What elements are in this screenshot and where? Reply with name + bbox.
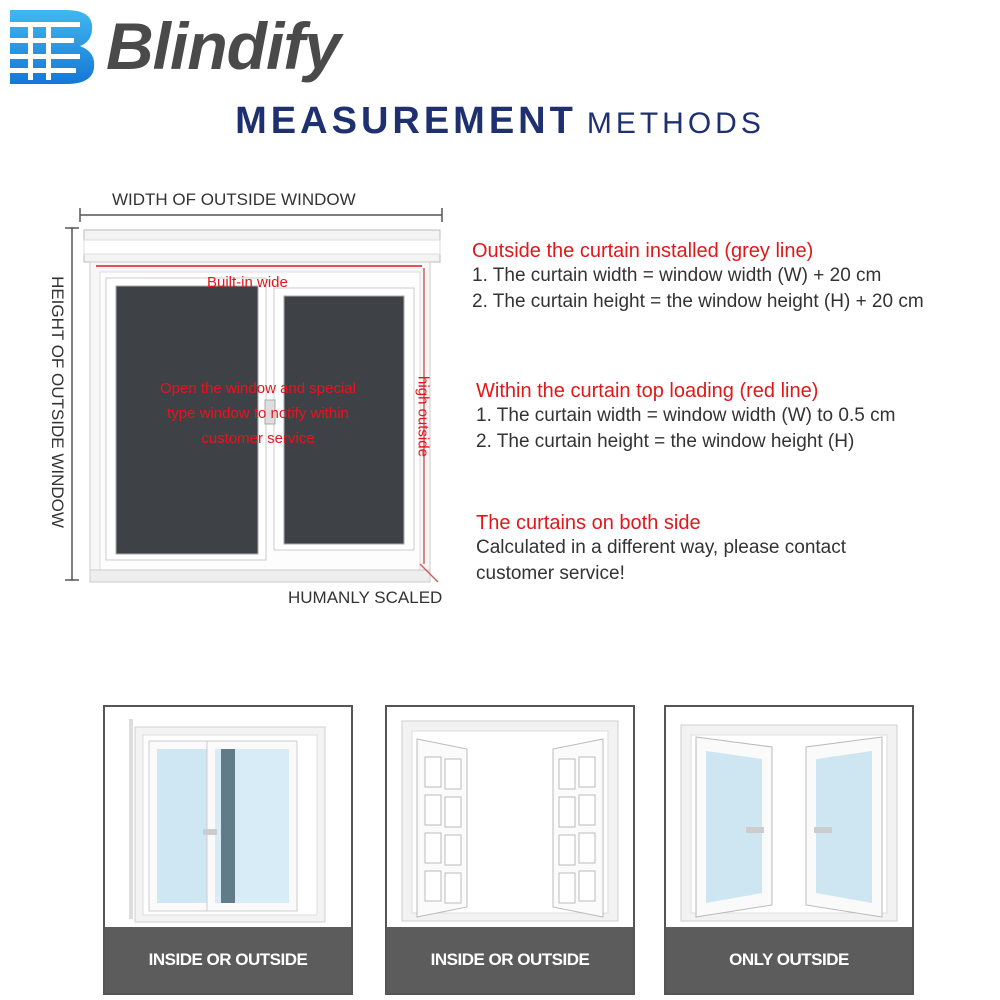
card-label: ONLY OUTSIDE bbox=[666, 927, 912, 993]
section-line: customer service! bbox=[476, 563, 625, 584]
page-title: MEASUREMENT METHODS bbox=[0, 100, 1000, 143]
section-title: The curtains on both side bbox=[476, 512, 701, 534]
brand-name: Blindify bbox=[106, 9, 341, 83]
window-type-card-casement: ONLY OUTSIDE bbox=[664, 705, 914, 995]
card-label: INSIDE OR OUTSIDE bbox=[105, 927, 351, 993]
height-label: HEIGHT OF OUTSIDE WINDOW bbox=[48, 276, 67, 528]
note-line: Open the window and special bbox=[160, 380, 356, 397]
sliding-window-image bbox=[129, 719, 326, 923]
window-type-card-casement-grille: INSIDE OR OUTSIDE bbox=[385, 705, 635, 995]
section-title: Outside the curtain installed (grey line… bbox=[472, 240, 814, 262]
note-line: type window to notify within bbox=[167, 405, 349, 422]
window-diagram: WIDTH OF OUTSIDE WINDOW HEIGHT OF OUTSID… bbox=[0, 180, 470, 620]
instruction-section-both-sides: The curtains on both side Calculated in … bbox=[476, 512, 996, 587]
blindify-logo-icon bbox=[10, 10, 95, 84]
window-type-card-sliding: INSIDE OR OUTSIDE bbox=[103, 705, 353, 995]
width-label: WIDTH OF OUTSIDE WINDOW bbox=[112, 190, 356, 209]
casement-grille-window-image bbox=[401, 720, 619, 922]
instruction-section-outside: Outside the curtain installed (grey line… bbox=[472, 240, 992, 315]
window-note: Open the window and special type window … bbox=[128, 376, 388, 451]
section-line: 2. The curtain height = the window heigh… bbox=[472, 291, 924, 312]
section-line: 1. The curtain width = window width (W) … bbox=[472, 265, 882, 286]
note-line: customer service bbox=[201, 430, 315, 447]
scale-label: HUMANLY SCALED bbox=[288, 588, 443, 607]
high-outside-label: high outside bbox=[414, 376, 432, 457]
heading-sub: METHODS bbox=[586, 107, 765, 140]
section-line: Calculated in a different way, please co… bbox=[476, 537, 847, 558]
builtin-label: Built-in wide bbox=[207, 274, 288, 291]
section-line: 2. The curtain height = the window heigh… bbox=[476, 431, 855, 452]
section-line: 1. The curtain width = window width (W) … bbox=[476, 405, 896, 426]
casement-window-image bbox=[680, 724, 898, 922]
section-title: Within the curtain top loading (red line… bbox=[476, 380, 819, 402]
card-label: INSIDE OR OUTSIDE bbox=[387, 927, 633, 993]
heading-main: MEASUREMENT bbox=[235, 100, 577, 142]
window-illustration bbox=[65, 208, 443, 583]
instruction-section-within: Within the curtain top loading (red line… bbox=[476, 380, 996, 455]
brand-logo: Blindify bbox=[6, 6, 341, 86]
